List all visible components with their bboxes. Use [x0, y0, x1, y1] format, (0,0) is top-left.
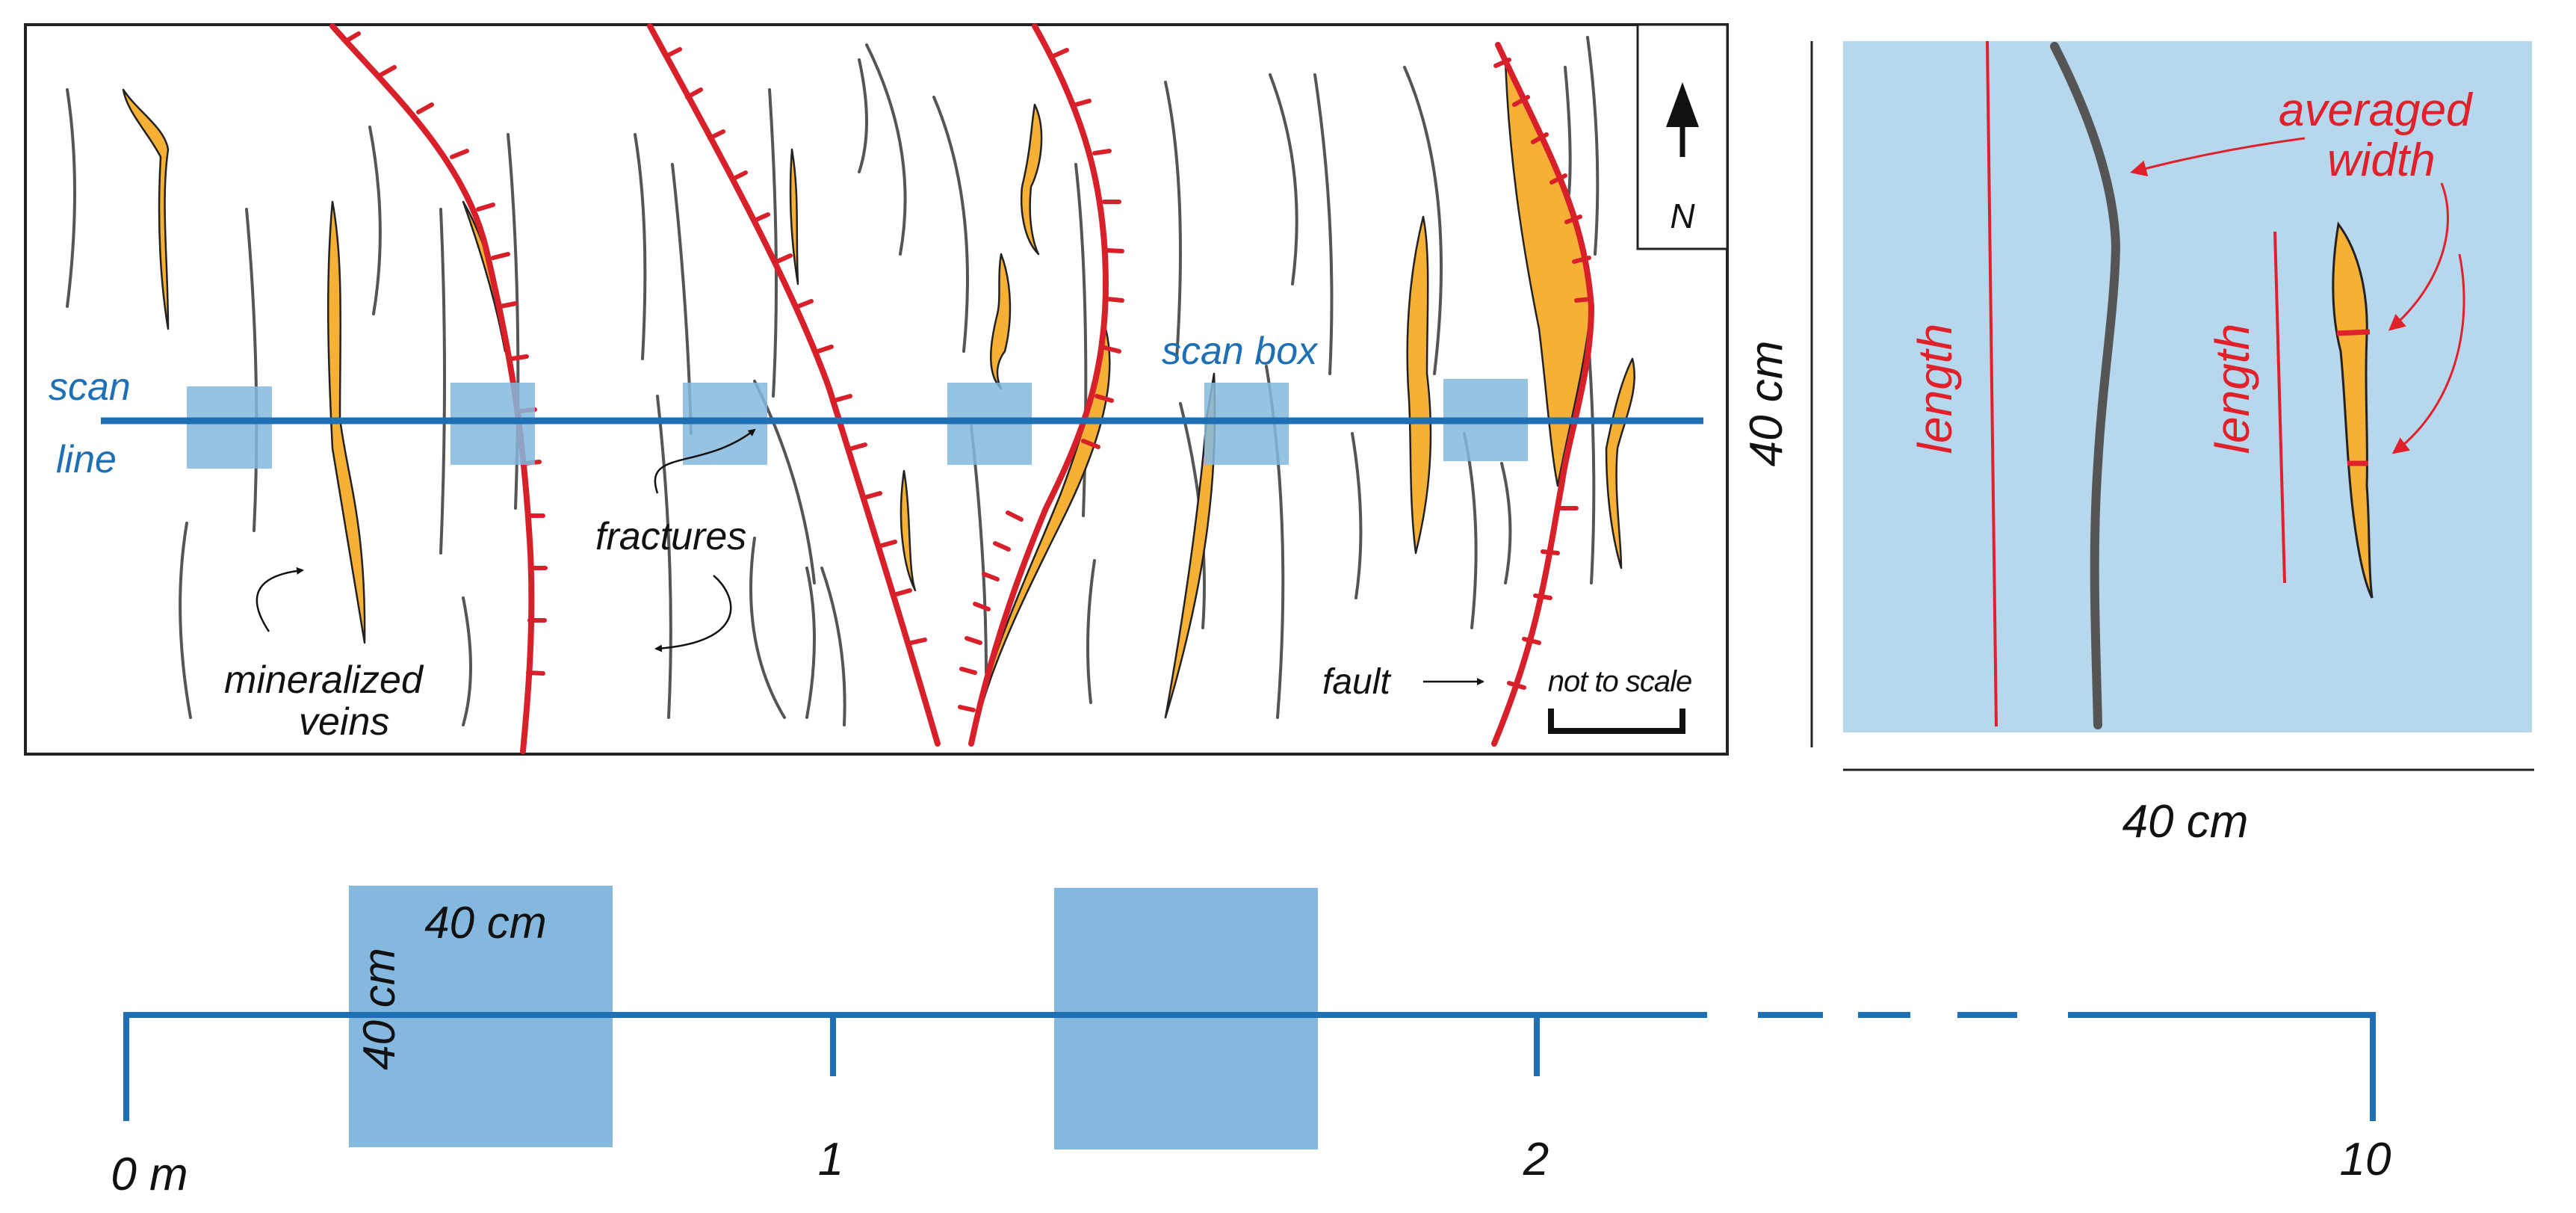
tick-label-10: 10 [2340, 1134, 2391, 1185]
vein [1406, 215, 1432, 555]
detail-panel: averaged width length length 40 cm 40 cm [1741, 40, 2534, 848]
scanline-box [1054, 888, 1318, 1149]
detail-vein [2332, 221, 2374, 599]
fracture [1269, 73, 1298, 285]
fracture [1586, 36, 1600, 256]
detail-fracture [2050, 42, 2121, 729]
vein-length-label: length [2205, 324, 2259, 454]
vein [122, 88, 170, 330]
fracture [439, 208, 446, 555]
fault-line [968, 23, 1109, 747]
fracture [1500, 462, 1512, 584]
veins-arrow [256, 567, 304, 632]
vein [326, 200, 366, 644]
scanline-panel: 40 cm 40 cm 0 m 1 2 10 [111, 886, 2391, 1200]
fractures-label: fractures [595, 515, 746, 558]
scale-bar [1548, 709, 1685, 734]
fault-line [647, 23, 941, 747]
fracture-length-line [1986, 40, 1998, 727]
scan-line-label-1: scan [49, 365, 131, 409]
fracture [749, 537, 786, 719]
fracture [66, 88, 76, 308]
map-panel: N scan line scan box fractures mineraliz… [24, 23, 1729, 756]
north-arrow-icon [1666, 82, 1699, 127]
fracture [245, 208, 258, 532]
box-width-label: 40 cm [424, 898, 546, 948]
annotation-arrows [256, 428, 1484, 685]
fracture [1351, 432, 1363, 599]
fracture [634, 133, 647, 360]
width-marker [2336, 329, 2371, 336]
averaged-label-1: averaged [2279, 84, 2474, 136]
scan-box-label: scan box [1162, 330, 1319, 373]
averaged-label-2: width [2327, 135, 2436, 186]
fracture [1564, 66, 1572, 196]
fracture [820, 567, 846, 726]
scale-label: not to scale [1548, 665, 1692, 698]
fracture [805, 567, 816, 719]
veins-label-2: veins [299, 700, 389, 744]
vein [1020, 103, 1043, 256]
detail-width-label: 40 cm [2123, 796, 2249, 848]
fracture [462, 596, 472, 726]
fracture [1086, 559, 1096, 704]
fault-label: fault [1322, 662, 1391, 702]
detail-height-label: 40 cm [1741, 341, 1792, 467]
fracture-length-label: length [1908, 324, 1962, 454]
averaged-width-arrows [2130, 137, 2465, 454]
fracture [179, 522, 192, 719]
scan-box [187, 386, 272, 469]
veins-group [122, 58, 1635, 719]
tick-label-0: 0 m [111, 1149, 188, 1200]
scan-line-label-2: line [56, 438, 117, 481]
fault-line [329, 23, 535, 754]
fracture [656, 395, 672, 719]
detail-scan-box [1843, 41, 2532, 732]
fault-line [1491, 42, 1595, 747]
fracture [932, 96, 969, 353]
scanline-axis [123, 1012, 2376, 1121]
vein-length-line [2273, 231, 2286, 584]
north-arrow-box: N [1636, 23, 1729, 250]
box-height-label: 40 cm [354, 948, 404, 1070]
faults-group [329, 23, 1595, 754]
fracture [768, 88, 778, 398]
fracture [368, 126, 382, 315]
fracture [1403, 66, 1443, 375]
vein [789, 148, 799, 285]
fracture [1313, 73, 1334, 375]
tick-label-2: 2 [1523, 1134, 1549, 1185]
vein [900, 469, 917, 592]
north-label: N [1670, 197, 1695, 235]
fractures-arrow [654, 428, 756, 494]
tick-label-1: 1 [818, 1134, 843, 1185]
fracture [865, 43, 907, 256]
fracture [858, 58, 868, 173]
fracture [1164, 81, 1182, 360]
fractures-arrow [654, 575, 732, 652]
veins-label-1: mineralized [224, 658, 424, 702]
